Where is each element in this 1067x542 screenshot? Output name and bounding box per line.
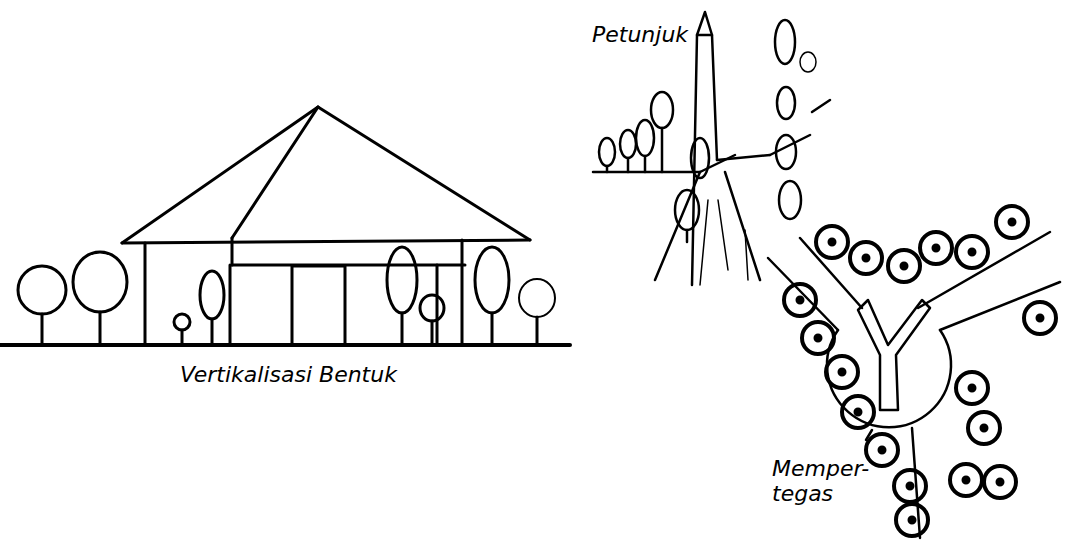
plan-tree [894, 470, 926, 502]
plan-tree [1024, 302, 1056, 334]
house-elevation [0, 107, 570, 345]
plan-tree [850, 242, 882, 274]
plan-tree [816, 226, 848, 258]
plan-tree [888, 250, 920, 282]
street-perspective [593, 12, 830, 285]
plan-tree [956, 236, 988, 268]
plan-tree [968, 412, 1000, 444]
sketch-label: Petunjuk [592, 22, 732, 47]
plan-tree [956, 372, 988, 404]
plan-tree [842, 396, 874, 428]
sketch-label: Memper- tegas [772, 456, 868, 507]
plan-tree [920, 232, 952, 264]
plan-tree [984, 466, 1016, 498]
plan-tree [950, 464, 982, 496]
plan-tree [802, 322, 834, 354]
plan-tree [866, 434, 898, 466]
plan-tree [784, 284, 816, 316]
plan-tree [896, 504, 928, 536]
plan-tree [826, 356, 858, 388]
plan-tree [996, 206, 1028, 238]
trees-elevation [18, 247, 555, 345]
junction-plan [768, 232, 1060, 538]
sketch-label: Vertikalisasi Bentuk [180, 362, 480, 387]
